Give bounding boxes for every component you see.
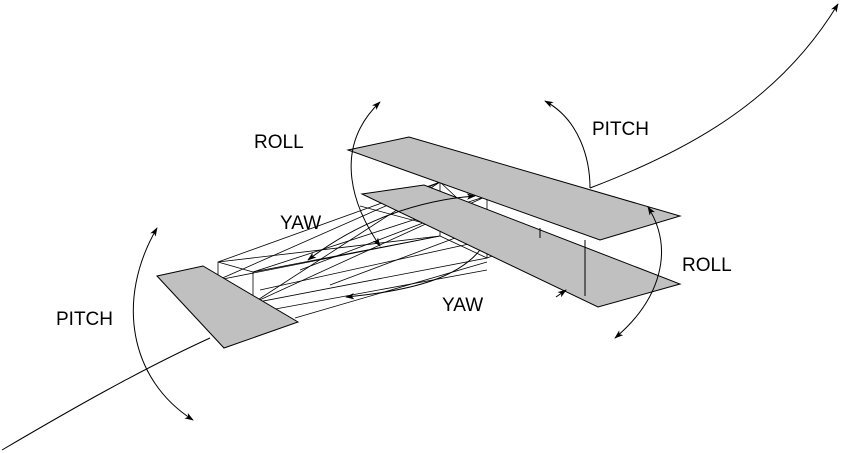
roll-label-top: ROLL <box>254 132 304 153</box>
yaw-label-bottom: YAW <box>442 295 484 316</box>
wing-struts <box>539 228 586 296</box>
flight-path-upper <box>589 3 839 189</box>
pitch-arrow-right-hidden <box>555 289 567 298</box>
yaw-arrow-lower <box>345 249 481 300</box>
yaw-arrow-upper <box>307 193 476 261</box>
pitch-arrow-left <box>132 227 194 421</box>
upper-wing <box>346 136 682 241</box>
pitch-arrow-top-right <box>544 100 591 189</box>
flight-path-lower <box>1 337 211 451</box>
pitch-label-left: PITCH <box>56 309 113 330</box>
pitch-label-top-right: PITCH <box>592 119 649 140</box>
roll-label-right: ROLL <box>682 255 732 276</box>
roll-arrow-right <box>614 206 662 339</box>
yaw-label-left: YAW <box>280 213 322 234</box>
